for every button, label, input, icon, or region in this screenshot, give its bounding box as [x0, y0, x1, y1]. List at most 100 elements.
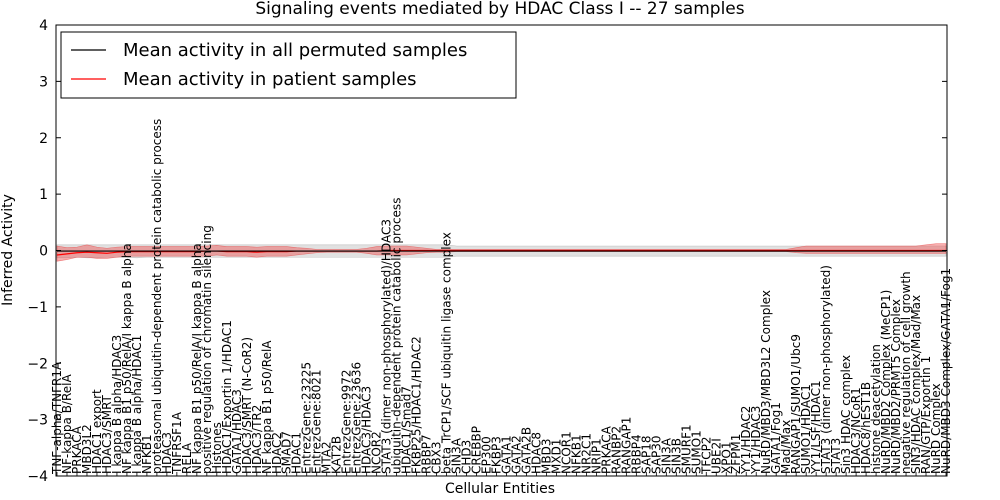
category-label: YY1/HDAC2 [739, 406, 753, 475]
y-tick-label: −3 [27, 413, 48, 429]
chart-title: Signaling events mediated by HDAC Class … [255, 0, 744, 19]
category-label: HDAC8 [529, 432, 543, 474]
category-label: ubiquitin-dependent protein catabolic pr… [390, 198, 404, 474]
category-label: SIN3B [669, 438, 683, 474]
category-label: SIN3/HDAC complex/Mad/Max [909, 295, 923, 474]
category-label: RBBP7 [420, 434, 434, 474]
category-label: NuRD/MBD2/PRMT5 Complex [889, 299, 903, 474]
category-label: CBX3 [430, 442, 444, 474]
category-label: PRKACA [599, 425, 613, 474]
category-label: MBD3L2 [80, 424, 94, 474]
category-label: histone deacetylation [869, 344, 883, 474]
category-label: SUMO1 [689, 430, 703, 474]
y-tick-label: −1 [27, 300, 48, 316]
category-label: NF kappa B1 p50/RelA [260, 340, 274, 474]
category-label: NR2C1 [579, 433, 593, 474]
category-label: GATA2 [509, 435, 523, 474]
category-label: SIN3A [659, 437, 673, 474]
category-label: STAT3 [829, 438, 843, 474]
y-axis-label: Inferred Activity [0, 194, 16, 306]
category-label: MBD3 [539, 439, 553, 474]
category-label: NuRD/MBD2 Complex (MeCP1) [879, 290, 893, 474]
y-tick-label: 0 [39, 244, 48, 260]
category-label: NF-kappa B/RelA [60, 374, 74, 474]
category-label: EntrezGene:9972 [340, 369, 354, 474]
category-label: STAT3 (dimer non-phosphorylated) [819, 265, 833, 474]
category-label: Histones [210, 422, 224, 474]
category-label: RANGAP1/SUMO1/Ubc9 [789, 334, 803, 474]
category-label: UBE2I [709, 438, 723, 474]
category-label: TFCP2 [699, 437, 713, 475]
category-label: KAT2B [330, 436, 344, 474]
category-label: HDAC3/HDAC3 [360, 386, 374, 474]
y-tick-label: 3 [39, 74, 48, 90]
category-label: NCOR1 [559, 431, 573, 474]
category-label: STAT3 (dimer non-phosphorylated)/HDAC3 [380, 219, 394, 474]
legend: Mean activity in all permuted samples Me… [60, 31, 517, 99]
category-label: GATA1/Fog1 [769, 402, 783, 474]
category-label: EntrezGene:23636 [350, 362, 364, 474]
category-label: HDAC1 export [90, 389, 104, 474]
legend-frame [60, 31, 517, 99]
category-label: SMURF1 [679, 424, 693, 474]
category-label: MXD1 [549, 439, 563, 474]
y-tick-label: −4 [27, 469, 48, 485]
y-tick-label: −2 [27, 356, 48, 372]
category-label: SIN3A [450, 437, 464, 474]
category-label: SAP18 [639, 435, 653, 474]
category-label: NuRD/MBD3/MBD3L2 Complex [759, 290, 773, 474]
category-label: RANBP2 [609, 426, 623, 474]
category-label: CREBBP [470, 426, 484, 474]
category-label: NuRD Complex [929, 383, 943, 474]
category-label: proteasomal ubiquitin-dependent protein … [150, 119, 164, 474]
legend-label-permuted: Mean activity in all permuted samples [123, 40, 467, 61]
category-label: CHD3 [460, 440, 474, 474]
y-tick-label: 4 [39, 18, 48, 34]
category-label: FKBP3 [490, 436, 504, 474]
category-label: GATA2B [519, 427, 533, 474]
category-label: beta TrCP1/SCF ubiquitin ligase complex [440, 232, 454, 474]
category-label: HDAC3/SMRT (N-CoR2) [240, 337, 254, 474]
category-label: HDAC3/SMRT [100, 394, 114, 474]
category-label: FKBP25/HDAC1/HDAC2 [410, 336, 424, 474]
legend-label-patient: Mean activity in patient samples [123, 69, 417, 90]
category-label: SMAD7 [280, 431, 294, 474]
category-label: NF kappa B1 p50/RelA/I kappa B alpha [190, 243, 204, 474]
category-label: Mad/Max [779, 420, 793, 474]
category-label: EntrezGene:23225 [300, 362, 314, 474]
category-label: RBBP4 [629, 434, 643, 474]
category-label: PRKACA [70, 425, 84, 474]
category-label: HDAC1/Exportin 1/HDAC1 [220, 320, 234, 474]
category-label: Sin3 HDAC complex [839, 355, 853, 474]
category-label: HDAC3 [160, 432, 174, 474]
category-label: positive regulation of chromatin silenci… [200, 225, 214, 474]
category-label: EntrezGene:8021 [310, 370, 324, 475]
series-lines [56, 249, 946, 256]
category-label: TNFRSF1A [170, 411, 184, 475]
category-label: NuRD/MBD3 Complex/GATA1/Fog1 [939, 268, 953, 474]
category-label: NFKB1 [569, 434, 583, 474]
category-label: HDAC3/TR2 [250, 405, 264, 474]
category-label: YY1/HDAC3 [749, 406, 763, 475]
category-label: I kappa B alpha/HDAC1 [130, 335, 144, 474]
category-label: ZFPM1 [729, 434, 743, 474]
category-label: EP300 [480, 436, 494, 474]
y-axis-ticks: −4 −3 −2 −1 0 1 2 3 4 [27, 18, 947, 485]
category-label: HDAC1 [290, 432, 304, 474]
category-label: XPO1 [719, 441, 733, 474]
y-tick-label: 2 [39, 131, 48, 147]
category-label: RAN/GTP/Exportin 1 [919, 356, 933, 474]
category-label: NRIP1 [589, 438, 603, 474]
category-label: HDAC1/Smad7 [400, 386, 414, 474]
y-tick-label: 1 [39, 187, 48, 203]
category-label: SUMO1/HDAC1 [799, 384, 813, 474]
category-label: NFKB1 [140, 434, 154, 474]
category-label: HDAC8/hEST1B [859, 382, 873, 474]
category-label: SAP30 [649, 435, 663, 474]
x-axis-label: Cellular Entities [445, 481, 555, 497]
category-label: I kappa B alpha/HDAC3 [110, 335, 124, 474]
category-label: MTA2 [320, 441, 334, 474]
category-label: HDAC2 [270, 432, 284, 474]
